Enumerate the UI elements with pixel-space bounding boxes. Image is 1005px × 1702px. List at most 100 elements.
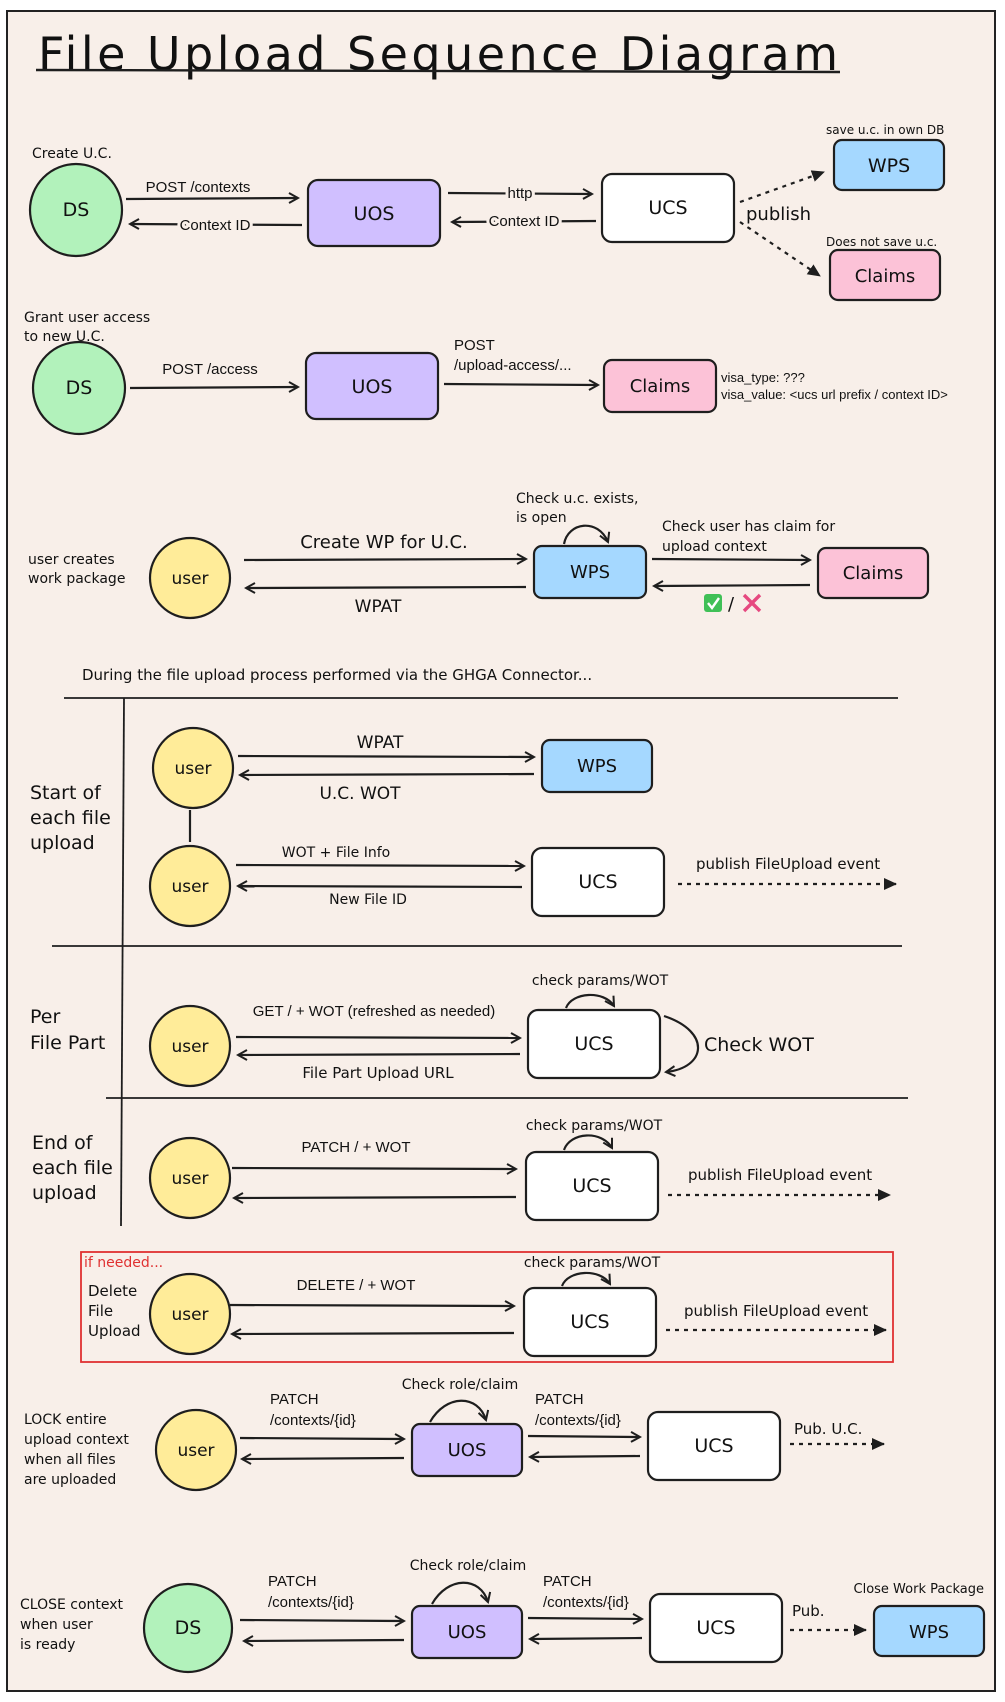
s2-visa-type: visa_type: ???	[721, 370, 805, 385]
s1-wps-note: save u.c. in own DB	[826, 123, 944, 137]
s5-self-check-loop	[564, 993, 614, 1009]
s4-wpat-label: WPAT	[357, 733, 404, 753]
s4-ucwot-label: U.C. WOT	[319, 784, 401, 804]
s2-uos-box	[304, 351, 440, 421]
s2-visa-value: visa_value: <ucs url prefix / context ID…	[721, 387, 948, 402]
s8-arrow-patch-ucs	[527, 1436, 640, 1437]
s1-arrow-http	[447, 193, 592, 194]
s1-claims-label: Claims	[855, 266, 916, 287]
s4-user-node-2	[148, 844, 232, 928]
s8-pub-label: Pub. U.C.	[794, 1420, 862, 1438]
s7-arrow-response	[232, 1333, 515, 1334]
s3-claims-label: Claims	[843, 563, 904, 584]
s1-uos-label: UOS	[354, 203, 395, 225]
s7-ucs-box	[522, 1286, 658, 1358]
s6-arrow-patch	[231, 1168, 516, 1169]
s6-self-check-loop	[562, 1134, 612, 1151]
s2-claims-label: Claims	[630, 376, 691, 397]
s2-post2-line1: POST	[454, 337, 495, 354]
s9-label-2: when user	[20, 1617, 93, 1633]
s9-pub-label: Pub.	[792, 1602, 825, 1620]
s6-arrow-response	[234, 1197, 517, 1198]
s3-user-label: user	[171, 569, 208, 589]
s4-ucs-box	[530, 846, 666, 918]
s3-note-2: work package	[28, 571, 125, 587]
s8-label-1: LOCK entire	[24, 1412, 107, 1428]
s9-ucs-label: UCS	[696, 1617, 735, 1639]
s4-ucs-label: UCS	[578, 871, 617, 893]
s5-arrow-url	[238, 1054, 521, 1055]
s9-ds-label: DS	[175, 1617, 202, 1639]
s3-arrow-claim-result	[654, 585, 811, 586]
s2-post-label: POST /access	[162, 361, 258, 378]
s2-arrow-upload-access	[443, 384, 598, 385]
s1-claims-box	[828, 248, 942, 302]
s7-label-1: Delete	[88, 1282, 137, 1300]
s7-if-needed: if needed...	[84, 1255, 163, 1271]
s5-user-label: user	[171, 1037, 208, 1057]
s9-arrow-patch-ucs	[527, 1618, 642, 1619]
s8-arrow-ucs-response	[530, 1456, 641, 1457]
s5-checkwot-label: Check WOT	[704, 1034, 814, 1056]
s6-user-label: user	[171, 1169, 208, 1189]
s4-wotinfo-label: WOT + File Info	[282, 845, 390, 861]
s8-ucs-label: UCS	[694, 1435, 733, 1457]
s3-check2-line1: Check user has claim for	[662, 519, 835, 535]
s1-uos-box	[306, 178, 442, 248]
s7-user-node	[148, 1272, 232, 1356]
s8-ucs-box	[646, 1410, 782, 1482]
s1-arrow-ctx1	[130, 224, 303, 225]
s1-arrow-publish-claims	[739, 221, 821, 277]
s5-label-1: Per	[30, 1006, 60, 1028]
s7-delete-label: DELETE / + WOT	[297, 1277, 416, 1294]
s3-arrow-check-claim	[651, 559, 810, 560]
s4-arrow-ucwot	[240, 774, 535, 775]
s6-check-label: check params/WOT	[526, 1118, 663, 1134]
s9-wps-box	[872, 1604, 986, 1658]
s1-note: Create U.C.	[32, 146, 112, 162]
s8-patch1-line1: PATCH	[270, 1391, 319, 1408]
s5-url-label: File Part Upload URL	[302, 1064, 454, 1082]
s8-user-label: user	[177, 1441, 214, 1461]
s1-ds-label: DS	[63, 199, 90, 221]
s4-user-node-1	[151, 726, 235, 810]
s4-wps-box	[540, 738, 654, 794]
cross-mark-icon	[742, 593, 762, 613]
s7-arrow-delete	[229, 1305, 514, 1306]
s9-arrow-uos-response	[244, 1640, 405, 1641]
s3-wps-label: WPS	[570, 562, 610, 583]
s7-user-label: user	[171, 1305, 208, 1325]
s9-label-1: CLOSE context	[20, 1597, 124, 1613]
s1-ds-node	[28, 162, 124, 258]
s8-patch2-line1: PATCH	[535, 1391, 584, 1408]
s5-label-2: File Part	[30, 1032, 105, 1054]
s9-arrow-patch-uos	[239, 1620, 404, 1621]
s4-label-1: Start of	[30, 782, 102, 804]
s3-check1-line2: is open	[516, 510, 567, 526]
s9-wps-label: WPS	[909, 1622, 949, 1643]
s2-post2-line2: /upload-access/...	[454, 357, 572, 374]
s9-ds-node	[142, 1582, 234, 1674]
s5-check-wot-loop	[663, 1014, 700, 1072]
s9-uos-label: UOS	[448, 1622, 487, 1643]
s2-ds-node	[31, 340, 127, 436]
s4-arrow-wotinfo	[235, 865, 524, 866]
s5-arrow-get	[235, 1037, 520, 1038]
s6-label-3: upload	[32, 1182, 97, 1204]
s6-patch-label: PATCH / + WOT	[301, 1139, 410, 1156]
s8-arrow-patch-uos	[239, 1438, 404, 1439]
s4-newid-label: New File ID	[329, 892, 407, 908]
s9-label-3: is ready	[20, 1637, 75, 1653]
s3-wpat-label: WPAT	[355, 597, 402, 617]
s8-check-label: Check role/claim	[402, 1377, 518, 1393]
s9-close-label: Close Work Package	[854, 1582, 984, 1597]
s4-wps-label: WPS	[577, 756, 617, 777]
phase-vertical-line	[120, 697, 125, 1227]
s3-check1-line1: Check u.c. exists,	[516, 491, 639, 507]
s5-check-label: check params/WOT	[532, 973, 669, 989]
s8-patch1-line2: /contexts/{id}	[270, 1412, 356, 1429]
s9-patch2-line2: /contexts/{id}	[543, 1594, 629, 1611]
s2-ds-label: DS	[66, 377, 93, 399]
s9-check-label: Check role/claim	[410, 1558, 526, 1574]
s6-ucs-box	[524, 1150, 660, 1222]
